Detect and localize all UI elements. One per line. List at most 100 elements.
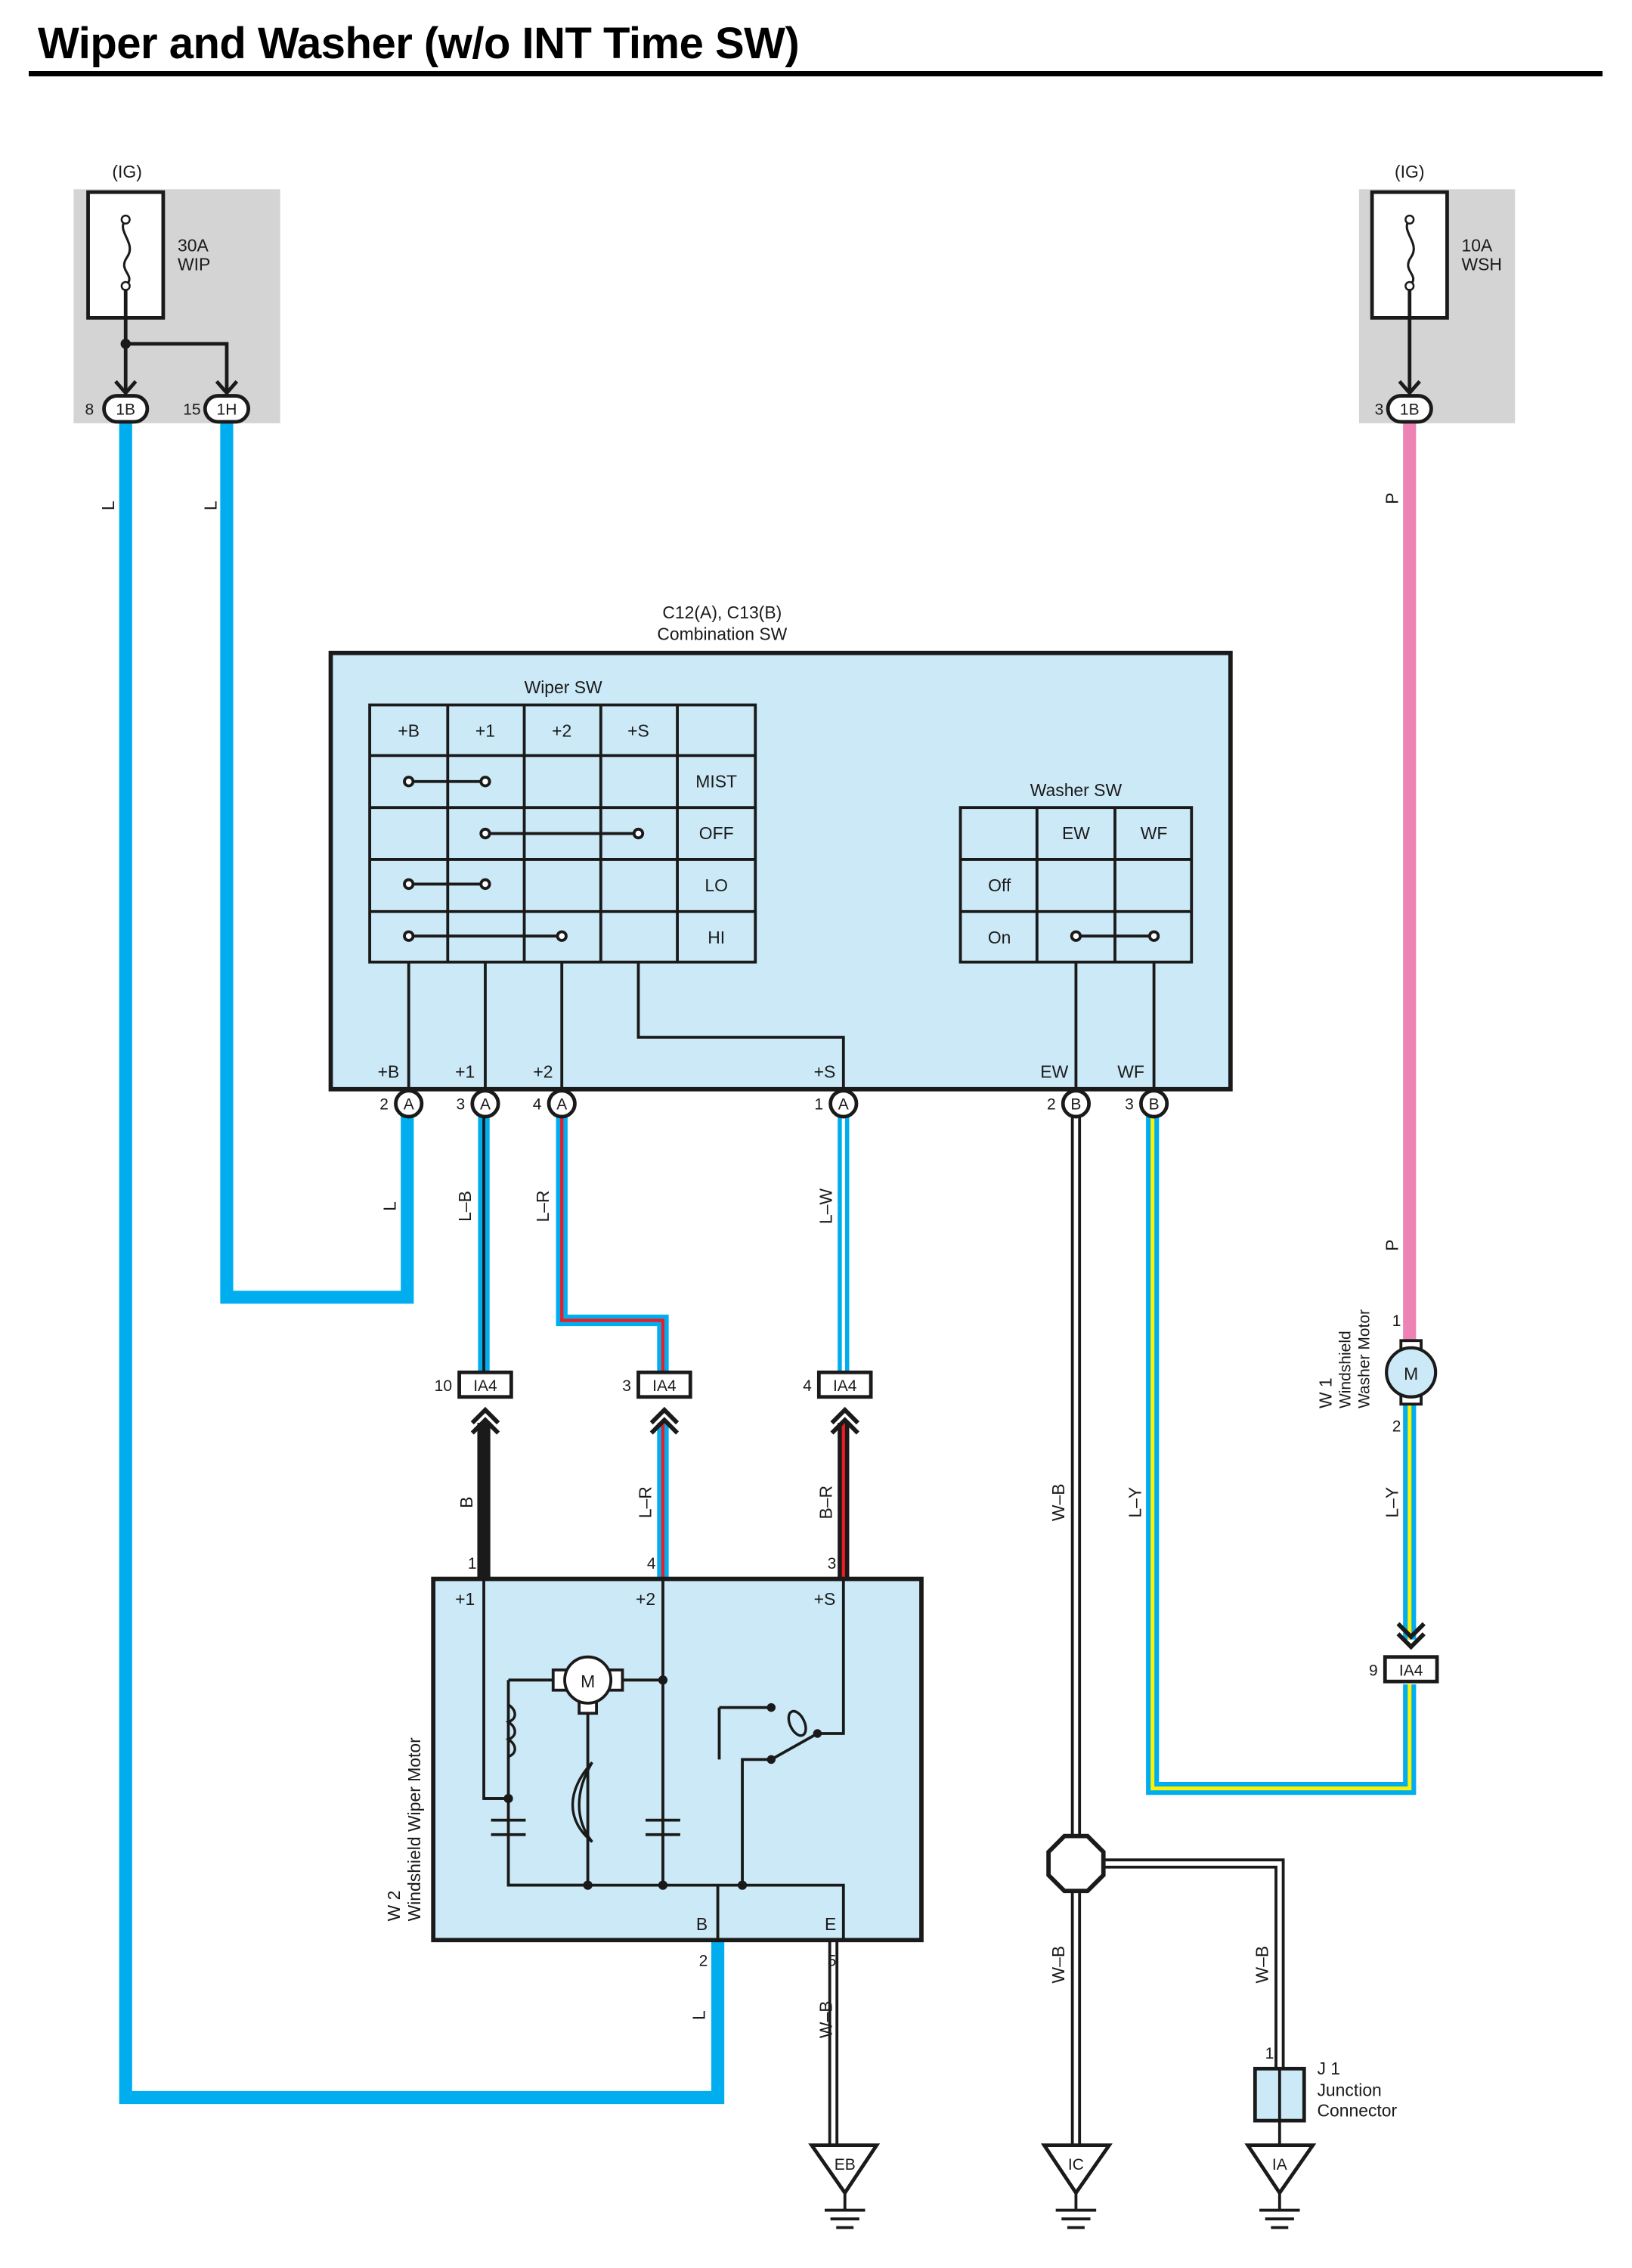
svg-text:9: 9 — [1369, 1662, 1378, 1680]
svg-text:IA4: IA4 — [1399, 1662, 1423, 1680]
svg-text:2: 2 — [1392, 1418, 1401, 1436]
wire-label-B-R: B–R — [816, 1486, 836, 1520]
washer-sw-title: Washer SW — [1030, 780, 1123, 800]
svg-text:A: A — [838, 1096, 849, 1114]
term-plusb: +B — [378, 1061, 400, 1081]
svg-text:4: 4 — [803, 1377, 812, 1395]
svg-text:1: 1 — [1392, 1312, 1401, 1330]
wire-label-L-R-1: L–R — [533, 1191, 553, 1222]
connector-1h-15: 1H 15 — [183, 394, 251, 424]
svg-text:E: E — [825, 1914, 836, 1934]
wiper-col-pluss: +S — [627, 721, 649, 741]
windshield-wiper-motor: 1 4 3 2 5 +1 +2 +S B E W 2 Windshield Wi… — [384, 1555, 924, 1970]
wire-label-W-B-2: W–B — [816, 2001, 836, 2039]
svg-text:2: 2 — [699, 1953, 708, 1970]
ground-ia: IA — [1244, 2143, 1317, 2229]
washer-motor-name-1: Windshield — [1336, 1331, 1354, 1408]
svg-text:2: 2 — [1047, 1096, 1056, 1114]
wire-label-L-B: L–B — [455, 1191, 475, 1222]
fuse-wsh-rating: 10A — [1462, 235, 1493, 255]
junction-connector-j1: 1 J 1 Junction Connector — [1253, 2045, 1398, 2123]
svg-text:EB: EB — [835, 2156, 856, 2174]
connector-ia4-10: IA4 10 — [435, 1370, 513, 1435]
ground-eb: EB — [808, 2143, 881, 2229]
fuse-wip-rating: 30A — [178, 235, 209, 255]
wiper-sw-title: Wiper SW — [525, 677, 602, 697]
wire-label-W-B-4: W–B — [1253, 1946, 1272, 1984]
wire-label-L-Y-1: L–Y — [1125, 1487, 1144, 1518]
svg-text:M: M — [1404, 1364, 1418, 1383]
svg-text:8: 8 — [85, 401, 94, 418]
connector-b-2: B 2 — [1047, 1089, 1091, 1119]
svg-text:IA4: IA4 — [652, 1377, 677, 1395]
wire-label-L-3: L — [380, 1201, 400, 1211]
svg-text:1B: 1B — [116, 401, 135, 418]
ground-ic: IC — [1040, 2143, 1113, 2229]
connector-a-4: A 4 — [533, 1089, 577, 1119]
fuse-wip-name: WIP — [178, 254, 210, 274]
wire-label-W-B-1: W–B — [1048, 1483, 1068, 1521]
page-title: Wiper and Washer (w/o INT Time SW) — [38, 19, 800, 68]
wire-label-L-1: L — [98, 500, 118, 510]
fuse-wsh-ig-label: (IG) — [1395, 162, 1424, 181]
wire-W-B-j1 — [1076, 1858, 1285, 2069]
svg-text:1: 1 — [1265, 2045, 1274, 2062]
circuit-breaker-icon — [571, 1761, 593, 1843]
svg-text:1: 1 — [814, 1096, 823, 1114]
connector-1b-3: 1B 3 — [1375, 394, 1433, 424]
svg-text:+1: +1 — [455, 1589, 475, 1609]
wire-label-P-2: P — [1382, 1239, 1401, 1250]
fuse-icon — [122, 218, 132, 287]
svg-text:2: 2 — [379, 1096, 389, 1114]
term-plus2: +2 — [533, 1061, 553, 1081]
coil-icon — [505, 1703, 516, 1758]
svg-text:IA4: IA4 — [833, 1377, 857, 1395]
j1-name-1: Junction — [1317, 2081, 1381, 2100]
windshield-washer-motor: 1 2 M W 1 Windshield Washer Motor — [1316, 1309, 1438, 1436]
svg-text:3: 3 — [622, 1377, 631, 1395]
term-pluss: +S — [814, 1061, 836, 1081]
fuse-icon — [1405, 218, 1415, 287]
fuse-wip-ig-label: (IG) — [112, 162, 141, 181]
combination-switch-name: Combination SW — [657, 624, 787, 643]
term-plus1: +1 — [455, 1061, 475, 1081]
svg-text:3: 3 — [1125, 1096, 1134, 1114]
fuse-wsh-name: WSH — [1462, 254, 1502, 274]
svg-text:IA4: IA4 — [473, 1377, 497, 1395]
svg-text:4: 4 — [533, 1096, 542, 1114]
wire-L-plusb — [220, 421, 414, 1304]
wiper-pos-off: OFF — [699, 823, 734, 843]
wire-label-L-4: L — [689, 2010, 708, 2020]
wiper-motor-code: W 2 — [384, 1891, 404, 1922]
connector-a-2: A 2 — [379, 1089, 424, 1119]
svg-text:IA: IA — [1272, 2156, 1287, 2174]
wire-label-P-1: P — [1382, 493, 1401, 504]
wiper-motor-name: Windshield Wiper Motor — [404, 1737, 424, 1922]
combination-switch-code: C12(A), C13(B) — [662, 603, 782, 622]
connector-b-3: B 3 — [1125, 1089, 1169, 1119]
svg-text:3: 3 — [828, 1555, 837, 1572]
connector-ia4-9: IA4 9 — [1369, 1622, 1439, 1684]
svg-text:+2: +2 — [636, 1589, 655, 1609]
svg-text:B: B — [1070, 1096, 1081, 1114]
svg-text:1: 1 — [468, 1555, 477, 1572]
wire-L-main — [119, 421, 725, 2105]
connector-ia4-3: IA4 3 — [622, 1370, 692, 1435]
svg-text:A: A — [556, 1096, 567, 1114]
svg-text:A: A — [404, 1096, 414, 1114]
wire-label-W-B-3: W–B — [1048, 1946, 1068, 1984]
washer-pos-off: Off — [988, 875, 1011, 895]
connector-1b-8: 1B 8 — [85, 394, 150, 424]
wiper-pos-hi: HI — [708, 928, 725, 947]
j1-name-2: Connector — [1317, 2100, 1397, 2120]
wiper-col-plus1: +1 — [475, 721, 495, 741]
svg-text:+S: +S — [814, 1589, 836, 1609]
svg-text:5: 5 — [828, 1953, 837, 1970]
washer-motor-name-2: Washer Motor — [1355, 1309, 1373, 1408]
washer-col-wf: WF — [1141, 823, 1168, 843]
connector-a-1: A 1 — [814, 1089, 859, 1119]
washer-pos-on: On — [988, 928, 1011, 947]
connector-a-3: A 3 — [457, 1089, 500, 1119]
motor-icon — [563, 1655, 613, 1705]
